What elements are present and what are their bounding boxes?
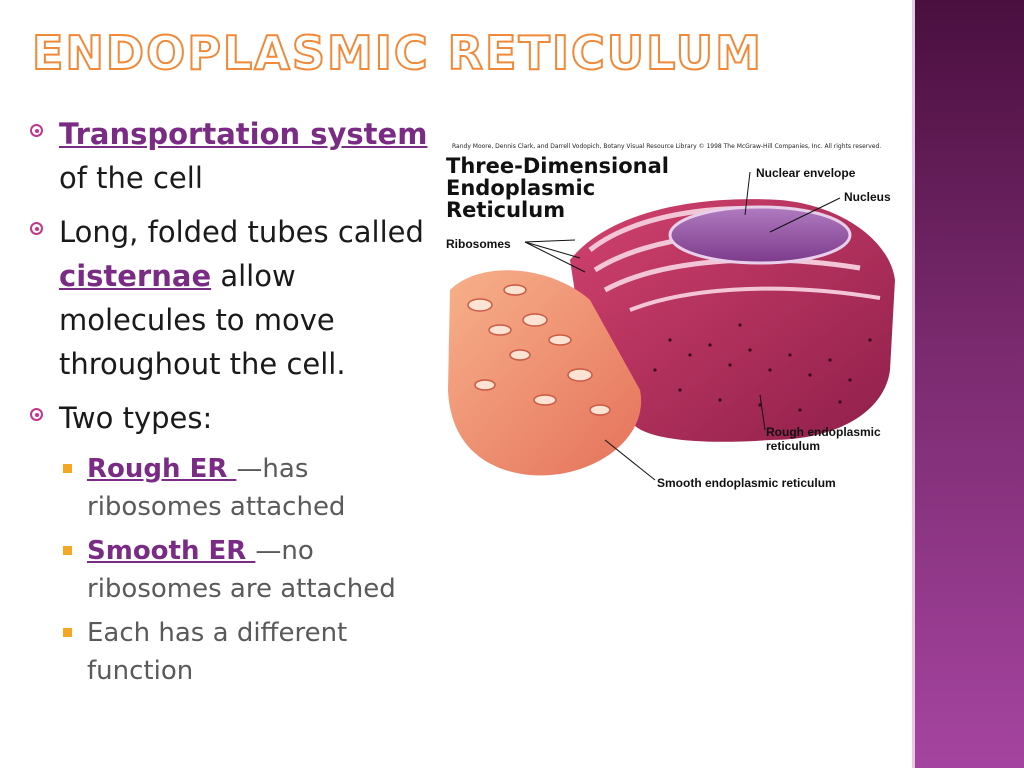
bullet-cisternae: Long, folded tubes called cisternae allo… <box>30 210 440 386</box>
sub-bullet-smooth-er: Smooth ER —no ribosomes are attached <box>30 532 440 608</box>
bullet-text: Two types: <box>59 401 213 435</box>
square-bullet-icon <box>63 546 72 555</box>
sub-bullet-text: —no ribosomes are attached <box>87 536 396 604</box>
label-smooth-er: Smooth endoplasmic reticulum <box>657 476 836 490</box>
bullet-text: allow molecules to move throughout the c… <box>59 259 346 381</box>
bullet-text: of the cell <box>59 161 203 195</box>
bullet-two-types: Two types: <box>30 396 440 440</box>
circle-bullet-icon <box>30 222 43 235</box>
figure-credit: Randy Moore, Dennis Clark, and Darrell V… <box>452 143 882 150</box>
slide-body: Transportation system of the cell Long, … <box>30 112 440 696</box>
bullet-text: Long, folded tubes called <box>59 215 424 249</box>
link-rough-er[interactable]: Rough ER <box>87 454 237 484</box>
link-cisternae[interactable]: cisternae <box>59 259 212 293</box>
link-transportation-system[interactable]: Transportation system <box>59 117 428 151</box>
circle-bullet-icon <box>30 408 43 421</box>
square-bullet-icon <box>63 628 72 637</box>
label-nucleus: Nucleus <box>844 190 891 204</box>
bullet-transportation: Transportation system of the cell <box>30 112 440 200</box>
figure-title: Three-Dimensional Endoplasmic Reticulum <box>446 154 669 222</box>
sub-bullet-text: —has ribosomes attached <box>87 454 346 522</box>
slide-title: ENDOPLASMIC RETICULUM <box>31 26 763 80</box>
label-nuclear-envelope: Nuclear envelope <box>756 166 856 180</box>
decorative-sidebar <box>912 0 1024 768</box>
label-ribosomes: Ribosomes <box>446 237 511 251</box>
sub-bullet-function: Each has a different function <box>30 614 440 690</box>
sub-bullet-rough-er: Rough ER —has ribosomes attached <box>30 450 440 526</box>
link-smooth-er[interactable]: Smooth ER <box>87 536 256 566</box>
label-rough-er: Rough endoplasmic reticulum <box>766 425 881 453</box>
er-illustration <box>448 171 895 481</box>
sub-bullet-text: Each has a different function <box>87 618 348 686</box>
square-bullet-icon <box>63 464 72 473</box>
circle-bullet-icon <box>30 124 43 137</box>
